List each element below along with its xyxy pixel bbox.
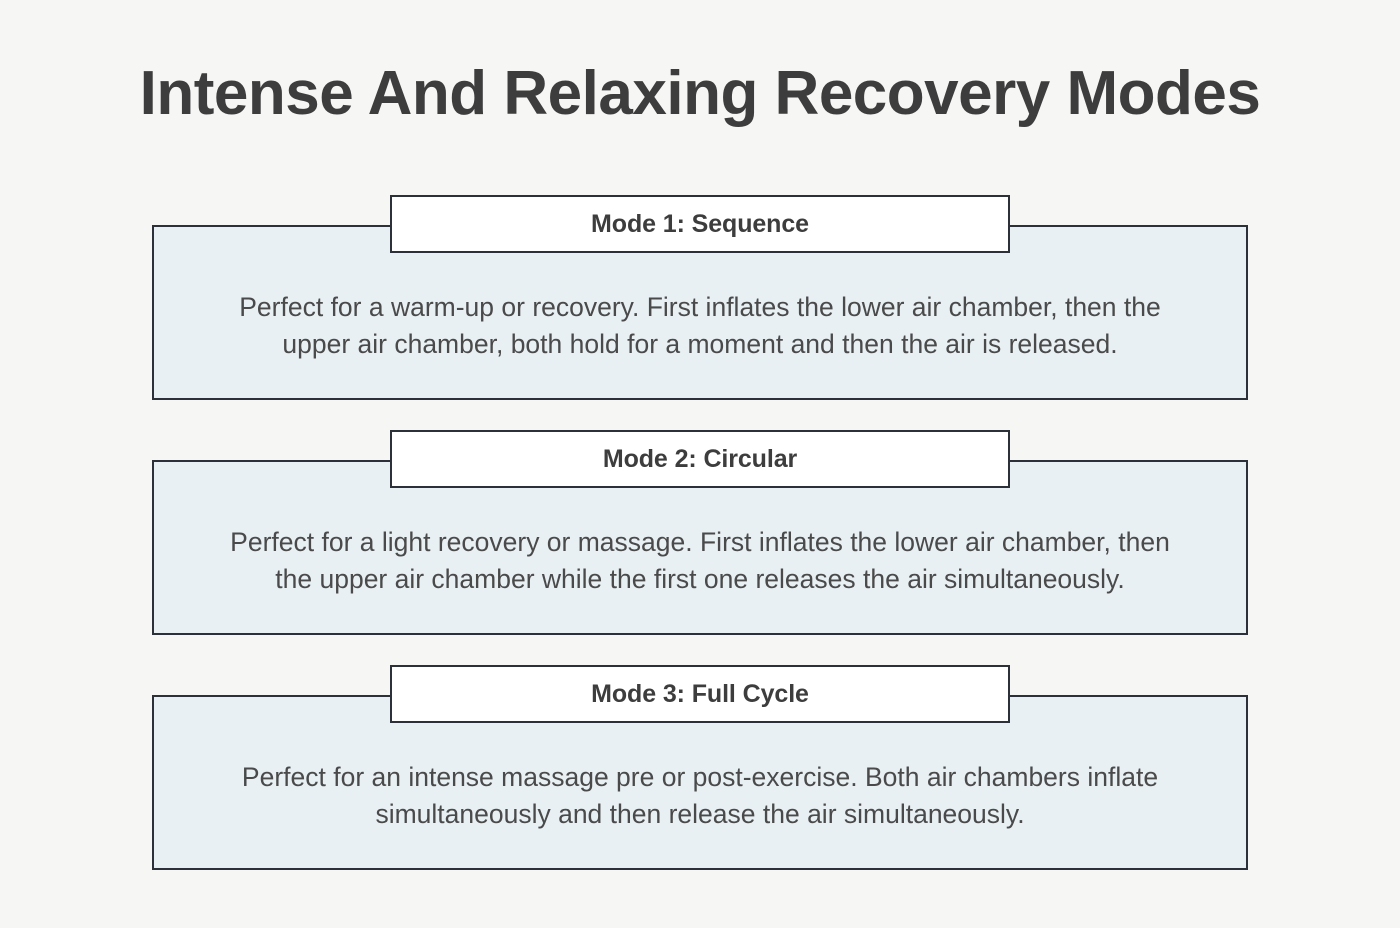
mode-card: Perfect for a light recovery or massage.… — [0, 430, 1400, 635]
mode-card-title: Mode 1: Sequence — [591, 209, 809, 238]
mode-card-header: Mode 2: Circular — [390, 430, 1010, 488]
mode-card-title: Mode 3: Full Cycle — [591, 679, 809, 708]
mode-card-title: Mode 2: Circular — [602, 444, 798, 473]
mode-card: Perfect for an intense massage pre or po… — [0, 665, 1400, 870]
mode-card: Perfect for a warm-up or recovery. First… — [0, 195, 1400, 400]
mode-card-header: Mode 3: Full Cycle — [390, 665, 1010, 723]
mode-card-body: Perfect for a light recovery or massage.… — [152, 460, 1248, 635]
mode-card-header: Mode 1: Sequence — [390, 195, 1010, 253]
mode-card-description: Perfect for an intense massage pre or po… — [241, 762, 1159, 829]
mode-card-body: Perfect for an intense massage pre or po… — [152, 695, 1248, 870]
mode-card-description: Perfect for a warm-up or recovery. First… — [239, 292, 1161, 359]
mode-card-body: Perfect for a warm-up or recovery. First… — [152, 225, 1248, 400]
mode-card-description: Perfect for a light recovery or massage.… — [230, 527, 1170, 594]
mode-card-list: Perfect for a warm-up or recovery. First… — [0, 195, 1400, 900]
page-title: Intense And Relaxing Recovery Modes — [139, 59, 1261, 128]
